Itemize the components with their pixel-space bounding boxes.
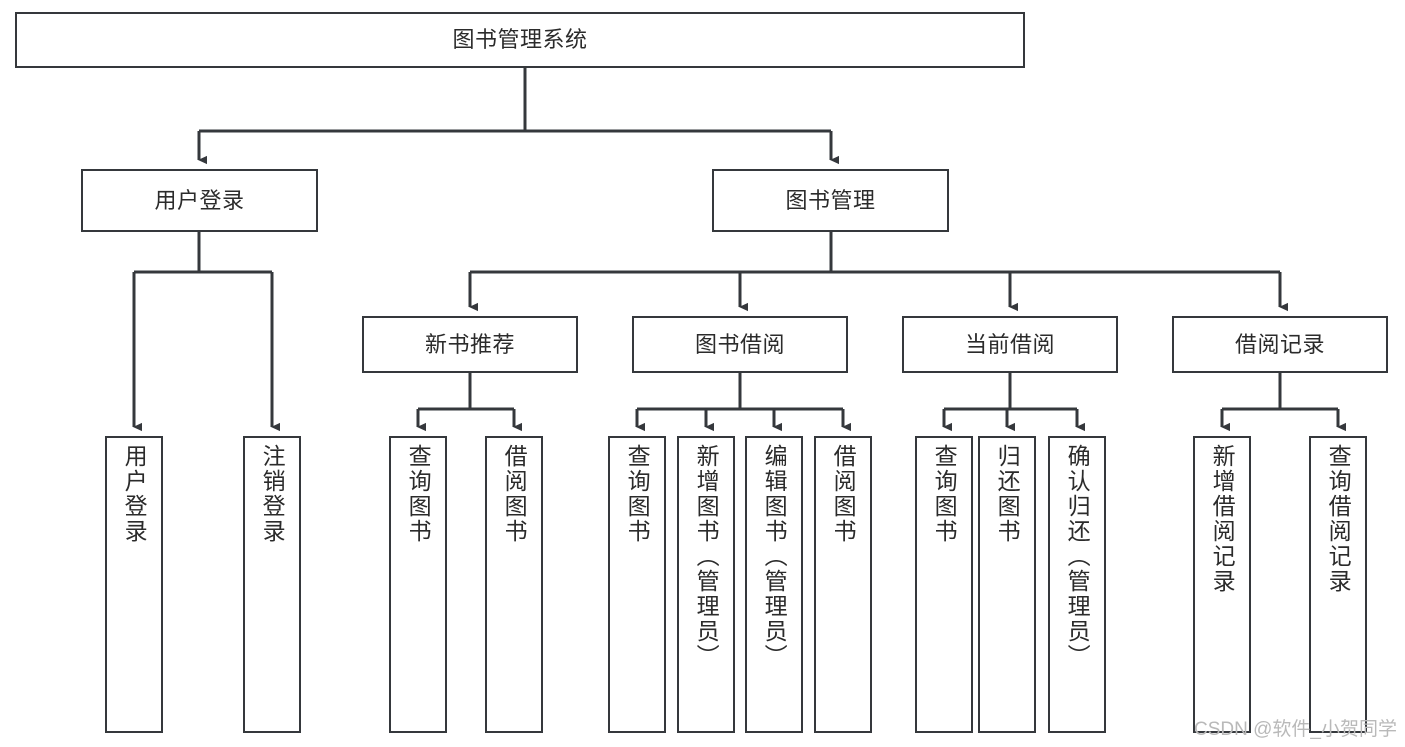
- node-leaf-query-book-2-label: 查询图书: [624, 444, 651, 544]
- node-user-login-label: 用户登录: [154, 187, 245, 213]
- watermark-text: CSDN @软件_小贺同学: [1194, 719, 1397, 740]
- node-leaf-query-book-3[interactable]: 查询图书: [915, 436, 973, 733]
- node-leaf-user-login[interactable]: 用户登录: [105, 436, 163, 733]
- node-new-book-recommend[interactable]: 新书推荐: [362, 316, 578, 373]
- node-book-manage-label: 图书管理: [785, 187, 876, 213]
- node-leaf-confirm-return[interactable]: 确认归还（管理员）: [1048, 436, 1106, 733]
- node-leaf-return-book-label: 归还图书: [994, 444, 1021, 544]
- node-leaf-add-record[interactable]: 新增借阅记录: [1193, 436, 1251, 733]
- node-new-book-recommend-label: 新书推荐: [424, 331, 515, 357]
- node-leaf-return-book[interactable]: 归还图书: [978, 436, 1036, 733]
- node-user-login[interactable]: 用户登录: [81, 169, 318, 232]
- node-leaf-user-login-label: 用户登录: [121, 444, 148, 544]
- node-root-label: 图书管理系统: [452, 27, 588, 53]
- node-leaf-confirm-return-label: 确认归还（管理员）: [1064, 444, 1091, 669]
- node-borrow-record-label: 借阅记录: [1234, 331, 1325, 357]
- node-current-borrow[interactable]: 当前借阅: [902, 316, 1118, 373]
- node-leaf-borrow-book-1[interactable]: 借阅图书: [485, 436, 543, 733]
- node-book-manage[interactable]: 图书管理: [712, 169, 949, 232]
- node-root[interactable]: 图书管理系统: [15, 12, 1025, 68]
- node-leaf-logout[interactable]: 注销登录: [243, 436, 301, 733]
- node-leaf-query-record[interactable]: 查询借阅记录: [1309, 436, 1367, 733]
- node-leaf-borrow-book-2[interactable]: 借阅图书: [814, 436, 872, 733]
- node-leaf-query-book-1[interactable]: 查询图书: [389, 436, 447, 733]
- node-leaf-logout-label: 注销登录: [259, 444, 286, 544]
- node-leaf-query-book-2[interactable]: 查询图书: [608, 436, 666, 733]
- node-leaf-add-book[interactable]: 新增图书（管理员）: [677, 436, 735, 733]
- node-leaf-edit-book-label: 编辑图书（管理员）: [761, 444, 788, 669]
- node-leaf-add-book-label: 新增图书（管理员）: [693, 444, 720, 669]
- node-current-borrow-label: 当前借阅: [964, 331, 1055, 357]
- node-borrow-record[interactable]: 借阅记录: [1172, 316, 1388, 373]
- node-leaf-query-book-1-label: 查询图书: [405, 444, 432, 544]
- node-leaf-borrow-book-1-label: 借阅图书: [501, 444, 528, 544]
- node-book-borrow[interactable]: 图书借阅: [632, 316, 848, 373]
- node-leaf-add-record-label: 新增借阅记录: [1209, 444, 1236, 594]
- node-leaf-edit-book[interactable]: 编辑图书（管理员）: [745, 436, 803, 733]
- node-leaf-borrow-book-2-label: 借阅图书: [830, 444, 857, 544]
- node-book-borrow-label: 图书借阅: [694, 331, 785, 357]
- node-leaf-query-book-3-label: 查询图书: [931, 444, 958, 544]
- node-leaf-query-record-label: 查询借阅记录: [1325, 444, 1352, 594]
